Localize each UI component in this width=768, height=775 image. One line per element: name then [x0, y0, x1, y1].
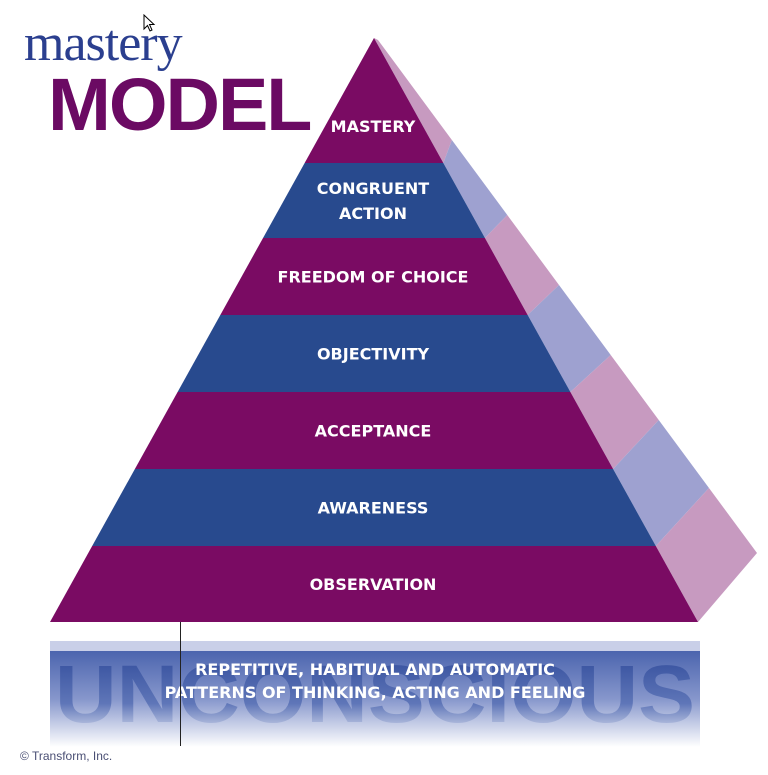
pyramid-layer-label: ACTION [339, 204, 407, 223]
pyramid-layer-label: CONGRUENT [317, 179, 430, 198]
pyramid-side-band [570, 355, 659, 469]
base-panel [50, 641, 700, 747]
base-top-edge [50, 641, 700, 651]
base-big-word: UNCONSCIOUS [55, 649, 695, 740]
pyramid-layer-label: OBJECTIVITY [317, 345, 430, 364]
title-mastery: mastery [24, 15, 183, 72]
pyramid-side-band [374, 38, 452, 163]
base-text-line-2: PATTERNS OF THINKING, ACTING AND FEELING [165, 683, 586, 702]
pyramid-layer [92, 469, 656, 546]
pyramid-layer [304, 38, 444, 163]
pyramid-side-band [527, 285, 611, 392]
copyright-text: © Transform, Inc. [20, 749, 113, 763]
pyramid-side-cap [698, 553, 757, 622]
pyramid-side-band [484, 215, 560, 315]
pyramid-side-band [613, 420, 709, 546]
pyramid-front-faces [50, 38, 698, 622]
pyramid-layer [220, 238, 528, 315]
title-model: MODEL [48, 63, 312, 146]
base-text-line-1: REPETITIVE, HABITUAL AND AUTOMATIC [195, 660, 555, 679]
pyramid-layer [134, 392, 614, 469]
arrow-cursor-icon [143, 14, 156, 32]
pyramid-labels: MASTERY CONGRUENT ACTION FREEDOM OF CHOICE O… [278, 117, 469, 594]
pyramid-layer [50, 546, 698, 622]
pyramid-layer-label: MASTERY [331, 117, 416, 136]
pyramid-side-band [443, 140, 508, 238]
pyramid-layer-label: FREEDOM OF CHOICE [278, 268, 469, 287]
pyramid-layer [177, 315, 571, 392]
pyramid-layer-label: OBSERVATION [310, 575, 437, 594]
pyramid-side-faces [374, 38, 757, 622]
divider-line [180, 622, 181, 746]
unconscious-base: UNCONSCIOUS REPETITIVE, HABITUAL AND AUT… [50, 641, 700, 747]
pyramid-layer-label: ACCEPTANCE [315, 422, 432, 441]
pyramid-layer [263, 163, 485, 238]
pyramid-side-band [655, 488, 757, 622]
pyramid-layer-label: AWARENESS [318, 499, 429, 518]
